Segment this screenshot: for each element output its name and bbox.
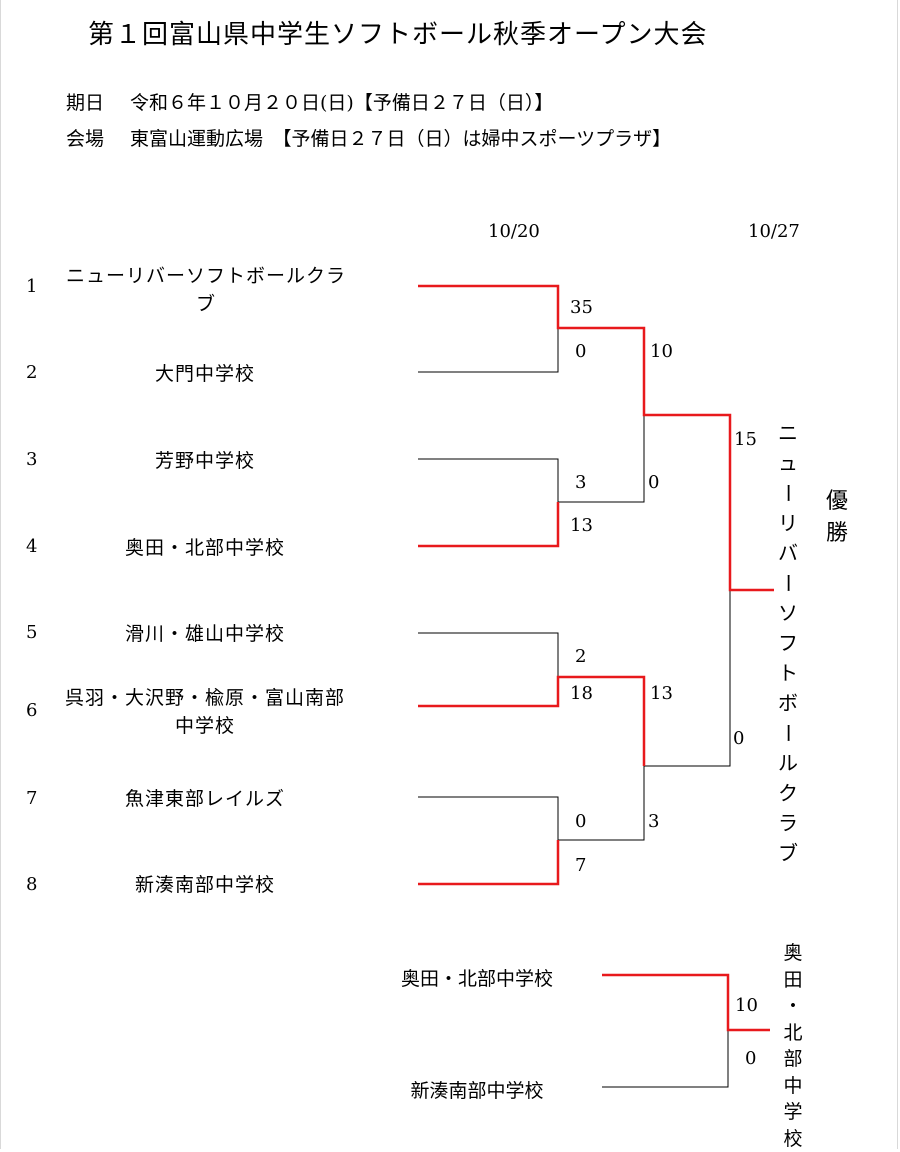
score: 13: [650, 683, 673, 704]
venue-row: 会場 東富山運動広場 【予備日２７日（日）は婦中スポーツプラザ】: [66, 124, 671, 151]
score: 18: [570, 683, 593, 704]
team-name: 新湊南部中学校: [134, 874, 275, 896]
score: 3: [648, 811, 660, 832]
score: 35: [570, 297, 593, 318]
team-name: ニューリバーソフトボールクラブ: [65, 265, 346, 315]
venue-value: 東富山運動広場 【予備日２７日（日）は婦中スポーツプラザ】: [130, 128, 672, 150]
team-name: 大門中学校: [154, 363, 255, 385]
team-name: 奥田・北部中学校: [124, 537, 285, 559]
date-row: 期日 令和６年１０月２０日(日)【予備日２７日（日）】: [66, 88, 553, 115]
seed-number: 1: [26, 276, 38, 297]
third-place-winner: 奥田・北部中学校: [783, 942, 803, 1150]
losing-lines: [418, 328, 731, 1088]
venue-label: 会場: [66, 128, 105, 150]
team-name: 滑川・雄山中学校: [124, 623, 285, 645]
seed-number: 6: [26, 700, 38, 721]
champion-label: 優勝: [825, 489, 848, 546]
score: 0: [745, 1048, 757, 1069]
score: 13: [570, 515, 593, 536]
date-value: 令和６年１０月２０日(日)【予備日２７日（日）】: [130, 92, 554, 114]
score: 2: [575, 646, 587, 667]
seed-number: 3: [26, 449, 38, 470]
seed-number: 4: [26, 536, 38, 557]
score: 7: [575, 855, 587, 876]
seed-number: 8: [26, 874, 38, 895]
seed-number: 5: [26, 622, 38, 643]
team-name: 呉羽・大沢野・楡原・富山南部中学校: [64, 687, 345, 737]
winning-lines: [418, 284, 774, 1032]
seed-number: 2: [26, 362, 38, 383]
round-date-day1: 10/20: [488, 221, 540, 242]
third-place-team: 奥田・北部中学校: [400, 968, 553, 990]
team-name: 芳野中学校: [154, 450, 255, 472]
score: 0: [733, 728, 745, 749]
score: 3: [575, 472, 587, 493]
score: 10: [650, 341, 673, 362]
team-name: 魚津東部レイルズ: [124, 788, 285, 810]
score: 0: [575, 341, 587, 362]
round-date-day2: 10/27: [748, 221, 800, 242]
champion-name: ニューリバーソフトボールクラブ: [776, 421, 800, 865]
score: 15: [734, 429, 757, 450]
date-label: 期日: [66, 92, 105, 114]
third-place-team: 新湊南部中学校: [410, 1080, 544, 1102]
tournament-title: 第１回富山県中学生ソフトボール秋季オープン大会: [88, 20, 708, 50]
score: 0: [648, 472, 660, 493]
score: 10: [735, 995, 758, 1016]
seed-number: 7: [26, 788, 38, 809]
score: 0: [575, 811, 587, 832]
